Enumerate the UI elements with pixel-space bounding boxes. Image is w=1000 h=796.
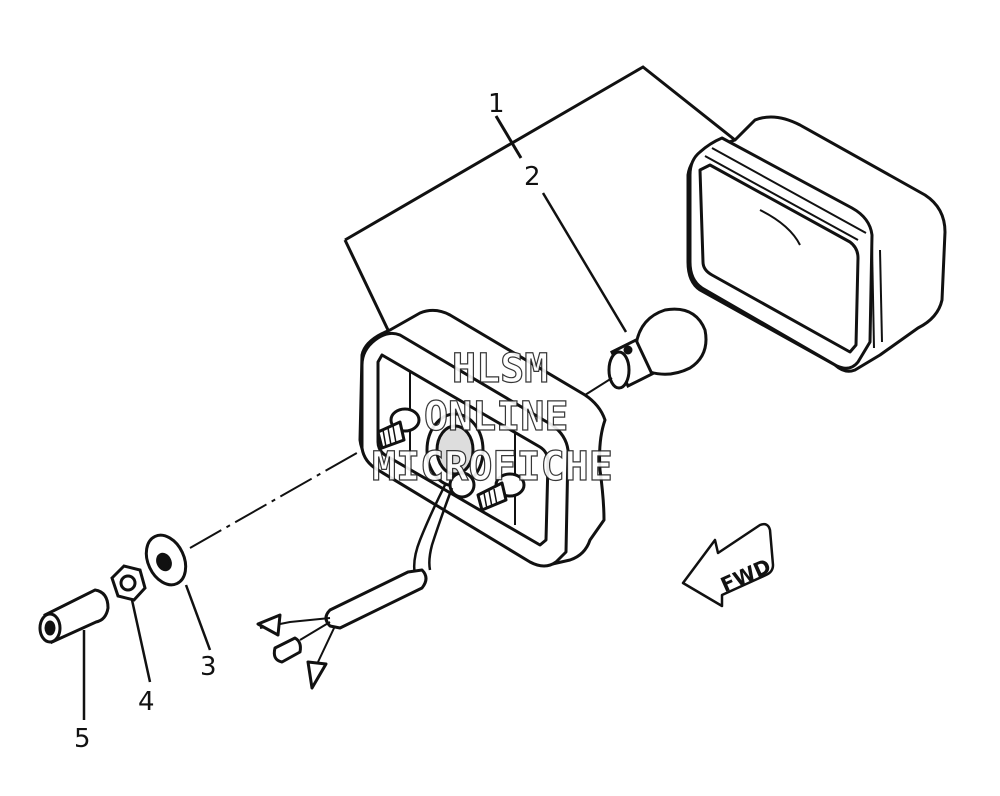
callout-2-leader: [541, 192, 628, 333]
nut: [110, 564, 152, 683]
fwd-arrow: FWD: [681, 522, 774, 608]
washer: [144, 533, 212, 651]
callout-1: 1: [488, 89, 505, 119]
housing: [358, 308, 607, 568]
watermark-line-2: ONLINE: [424, 394, 569, 440]
assembly-axis: [189, 377, 613, 549]
callout-2: 2: [524, 162, 541, 192]
watermark: HLSM ONLINE MICROFICHE: [371, 345, 613, 490]
stud-upper: [376, 407, 421, 450]
lens: [686, 115, 947, 373]
watermark-line-3: MICROFICHE: [372, 444, 613, 490]
callout-1-leader: [343, 65, 736, 331]
callout-4: 4: [138, 687, 155, 717]
wire-harness: [256, 484, 454, 690]
bulb: [607, 307, 708, 390]
callout-5: 5: [74, 724, 91, 754]
callout-3: 3: [200, 652, 217, 682]
spacer: [38, 588, 110, 720]
watermark-line-1: HLSM: [452, 346, 548, 392]
stud-lower: [476, 472, 526, 512]
